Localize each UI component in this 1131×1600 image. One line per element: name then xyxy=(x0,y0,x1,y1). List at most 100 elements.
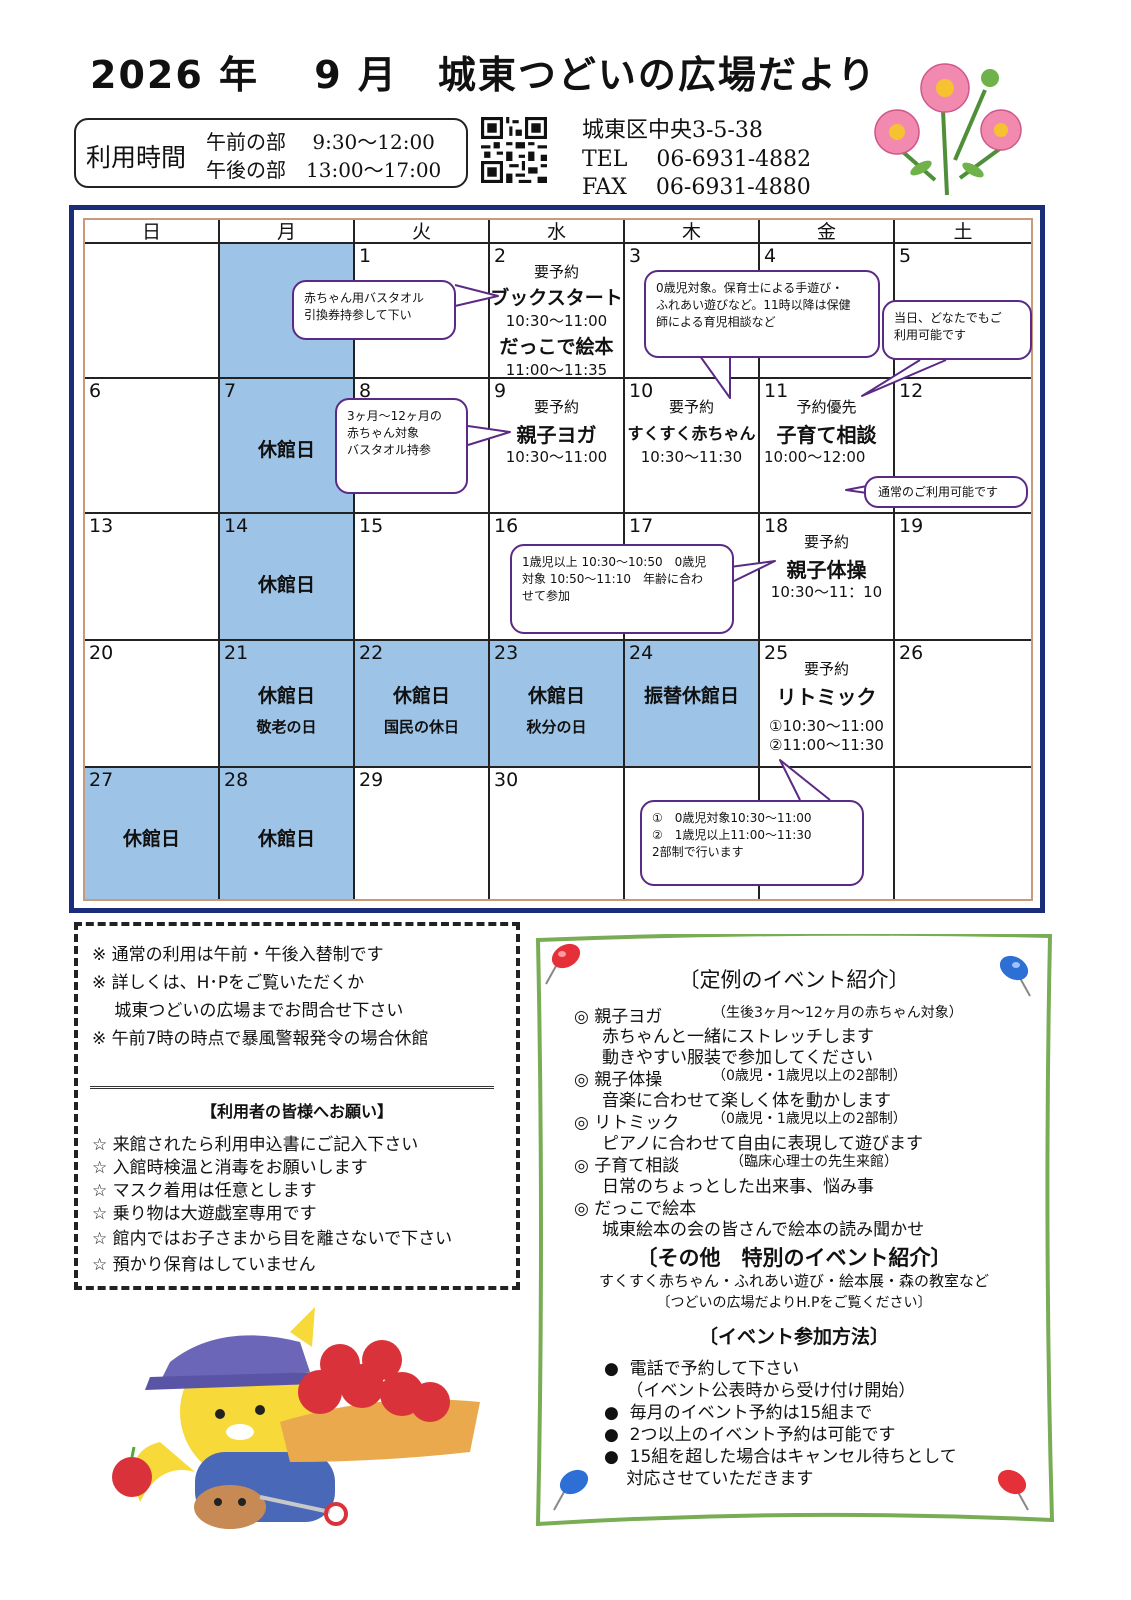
red-pushpin-icon xyxy=(997,1469,1029,1511)
day-cell-empty xyxy=(895,768,1031,899)
day-cell-14: 14 休館日 xyxy=(220,514,355,641)
day-number: 15 xyxy=(359,515,384,537)
day-number: 30 xyxy=(494,769,519,791)
event-name-kosodate-soudan: 子育て相談 xyxy=(776,423,877,447)
special-events-line: 〔つどいの広場だよりH.Pをご覧ください〕 xyxy=(656,1295,932,1311)
event-time: ②11:00～11:30 xyxy=(769,736,884,754)
closed-label: 休館日 xyxy=(527,685,585,707)
special-events-heading: 〔その他 特別のイベント紹介〕 xyxy=(636,1246,952,1270)
event-item-name: ◎ だっこで絵本 xyxy=(574,1199,697,1219)
event-item-target: （0歳児・1歳児以上の2部制） xyxy=(712,1111,907,1127)
callout-same-day: 当日、どなたでもご利用可能です xyxy=(882,300,1032,360)
how-to-join-line: 対応させていただきます xyxy=(604,1469,814,1489)
qr-code-icon[interactable] xyxy=(481,117,547,183)
day-cell-8: 8 xyxy=(355,379,490,514)
day-number: 12 xyxy=(899,380,924,402)
day-number: 4 xyxy=(764,245,777,267)
closed-label: 休館日 xyxy=(257,439,315,461)
day-number: 20 xyxy=(89,642,114,664)
how-to-join-line: ● 15組を超した場合はキャンセル待ちとして xyxy=(604,1447,957,1467)
event-item-desc: 赤ちゃんと一緒にストレッチします xyxy=(602,1027,874,1047)
day-number: 22 xyxy=(359,642,384,664)
event-item-name: ◎ 子育て相談 xyxy=(574,1156,680,1176)
day-number: 11 xyxy=(764,380,789,402)
day-cell-5: 5 xyxy=(895,244,1031,379)
event-item-name: ◎ 親子体操 xyxy=(574,1070,663,1090)
event-note: 要予約 xyxy=(803,533,849,551)
day-number: 19 xyxy=(899,515,924,537)
day-cell-24: 24 振替休館日 xyxy=(625,641,760,768)
closed-substitute-label: 振替休館日 xyxy=(643,685,739,707)
day-cell-15: 15 xyxy=(355,514,490,641)
hours-label: 利用時間 xyxy=(86,143,187,172)
day-number: 2 xyxy=(494,245,507,267)
callout-sukusuku-info: 0歳児対象。保育士による手遊び・ふれあい遊びなど。11時以降は保健師による育児相… xyxy=(644,270,880,358)
day-cell-30: 30 xyxy=(490,768,625,899)
day-number: 29 xyxy=(359,769,384,791)
day-cell-9: 9 要予約 親子ヨガ 10:30～11:00 xyxy=(490,379,625,514)
event-time: 11:00～11:35 xyxy=(505,361,608,379)
notice-line: ※ 午前7時の時点で暴風警報発令の場合休館 xyxy=(92,1029,429,1049)
opening-hours-box: 利用時間 午前の部 9:30～12:00 午後の部 13:00～17:00 xyxy=(74,118,468,188)
event-time: ①10:30～11:00 xyxy=(769,717,884,735)
notice-line: 城東つどいの広場までお問合せ下さい xyxy=(92,1001,404,1021)
day-number: 8 xyxy=(359,380,372,402)
day-number: 25 xyxy=(764,642,789,664)
weekday-thu: 木 xyxy=(625,220,760,244)
day-cell-6: 6 xyxy=(85,379,220,514)
divider xyxy=(90,1086,494,1089)
callout-yoga-info: 3ヶ月～12ヶ月の赤ちゃん対象バスタオル持参 xyxy=(335,398,468,494)
day-cell-7: 7 休館日 xyxy=(220,379,355,514)
day-cell-1: 1 xyxy=(355,244,490,379)
weekday-mon: 月 xyxy=(220,220,355,244)
special-events-line: すくすく赤ちゃん・ふれあい遊び・絵本展・森の教室など xyxy=(598,1272,989,1290)
day-number: 21 xyxy=(224,642,249,664)
day-cell-19: 19 xyxy=(895,514,1031,641)
day-cell-25: 25 要予約 リトミック ①10:30～11:00 ②11:00～11:30 xyxy=(760,641,895,768)
event-note: 要予約 xyxy=(803,660,849,678)
event-note: 要予約 xyxy=(668,398,714,416)
day-number: 5 xyxy=(899,245,912,267)
request-heading: 【利用者の皆様へお願い】 xyxy=(200,1102,393,1121)
events-heading: 〔定例のイベント紹介〕 xyxy=(678,968,910,992)
closed-label: 休館日 xyxy=(257,828,315,850)
day-cell-27: 27 休館日 xyxy=(85,768,220,899)
closed-label: 休館日 xyxy=(392,685,450,707)
day-number: 7 xyxy=(224,380,237,402)
notice-line: ※ 詳しくは、H･Pをご覧いただくか xyxy=(92,973,365,993)
day-cell-11: 11 予約優先 子育て相談 10:00～12:00 xyxy=(760,379,895,514)
notice-box: ※ 通常の利用は午前・午後入替制です ※ 詳しくは、H･Pをご覧いただくか 城東… xyxy=(74,922,520,1290)
day-number: 3 xyxy=(629,245,642,267)
how-to-join-line: ● 電話で予約して下さい xyxy=(604,1359,800,1379)
day-cell-empty xyxy=(85,244,220,379)
event-note: 要予約 xyxy=(533,263,579,281)
day-cell-13: 13 xyxy=(85,514,220,641)
holiday-name: 国民の休日 xyxy=(383,718,459,736)
closed-label: 休館日 xyxy=(122,828,180,850)
weekday-wed: 水 xyxy=(490,220,625,244)
weekday-fri: 金 xyxy=(760,220,895,244)
callout-towel-coupon: 赤ちゃん用バスタオル引換券持参して下い xyxy=(292,280,456,340)
day-cell-10: 10 要予約 すくすく赤ちゃん 10:30～11:30 xyxy=(625,379,760,514)
event-item-desc: 日常のちょっとした出来事、悩み事 xyxy=(602,1177,874,1197)
event-time: 10:00～12:00 xyxy=(764,448,866,466)
day-cell-22: 22 休館日 国民の休日 xyxy=(355,641,490,768)
request-line: ☆ 来館されたら利用申込書にご記入下さい xyxy=(92,1135,419,1155)
day-number: 6 xyxy=(89,380,102,402)
how-to-join-line: ● 毎月のイベント予約は15組まで xyxy=(604,1403,873,1423)
paper-frame xyxy=(535,934,1054,1526)
weekday-tue: 火 xyxy=(355,220,490,244)
day-cell-2: 2 要予約 ブックスタート 10:30～11:00 だっこで絵本 11:00～1… xyxy=(490,244,625,379)
day-cell-empty xyxy=(760,768,895,899)
red-pushpin-icon xyxy=(545,943,581,985)
request-line: ☆ 乗り物は大遊戯室専用です xyxy=(92,1204,317,1224)
weekday-sat: 土 xyxy=(895,220,1031,244)
day-number: 28 xyxy=(224,769,249,791)
event-note: 予約優先 xyxy=(796,398,857,416)
event-item-target: （臨床心理士の先生来館） xyxy=(730,1154,898,1170)
event-time: 10:30～11:00 xyxy=(505,312,608,330)
day-number: 27 xyxy=(89,769,114,791)
request-line: ☆ 預かり保育はしていません xyxy=(92,1255,316,1275)
event-item-target: （生後3ヶ月～12ヶ月の赤ちゃん対象） xyxy=(712,1005,963,1021)
event-name-oyako-taiso: 親子体操 xyxy=(786,558,867,582)
